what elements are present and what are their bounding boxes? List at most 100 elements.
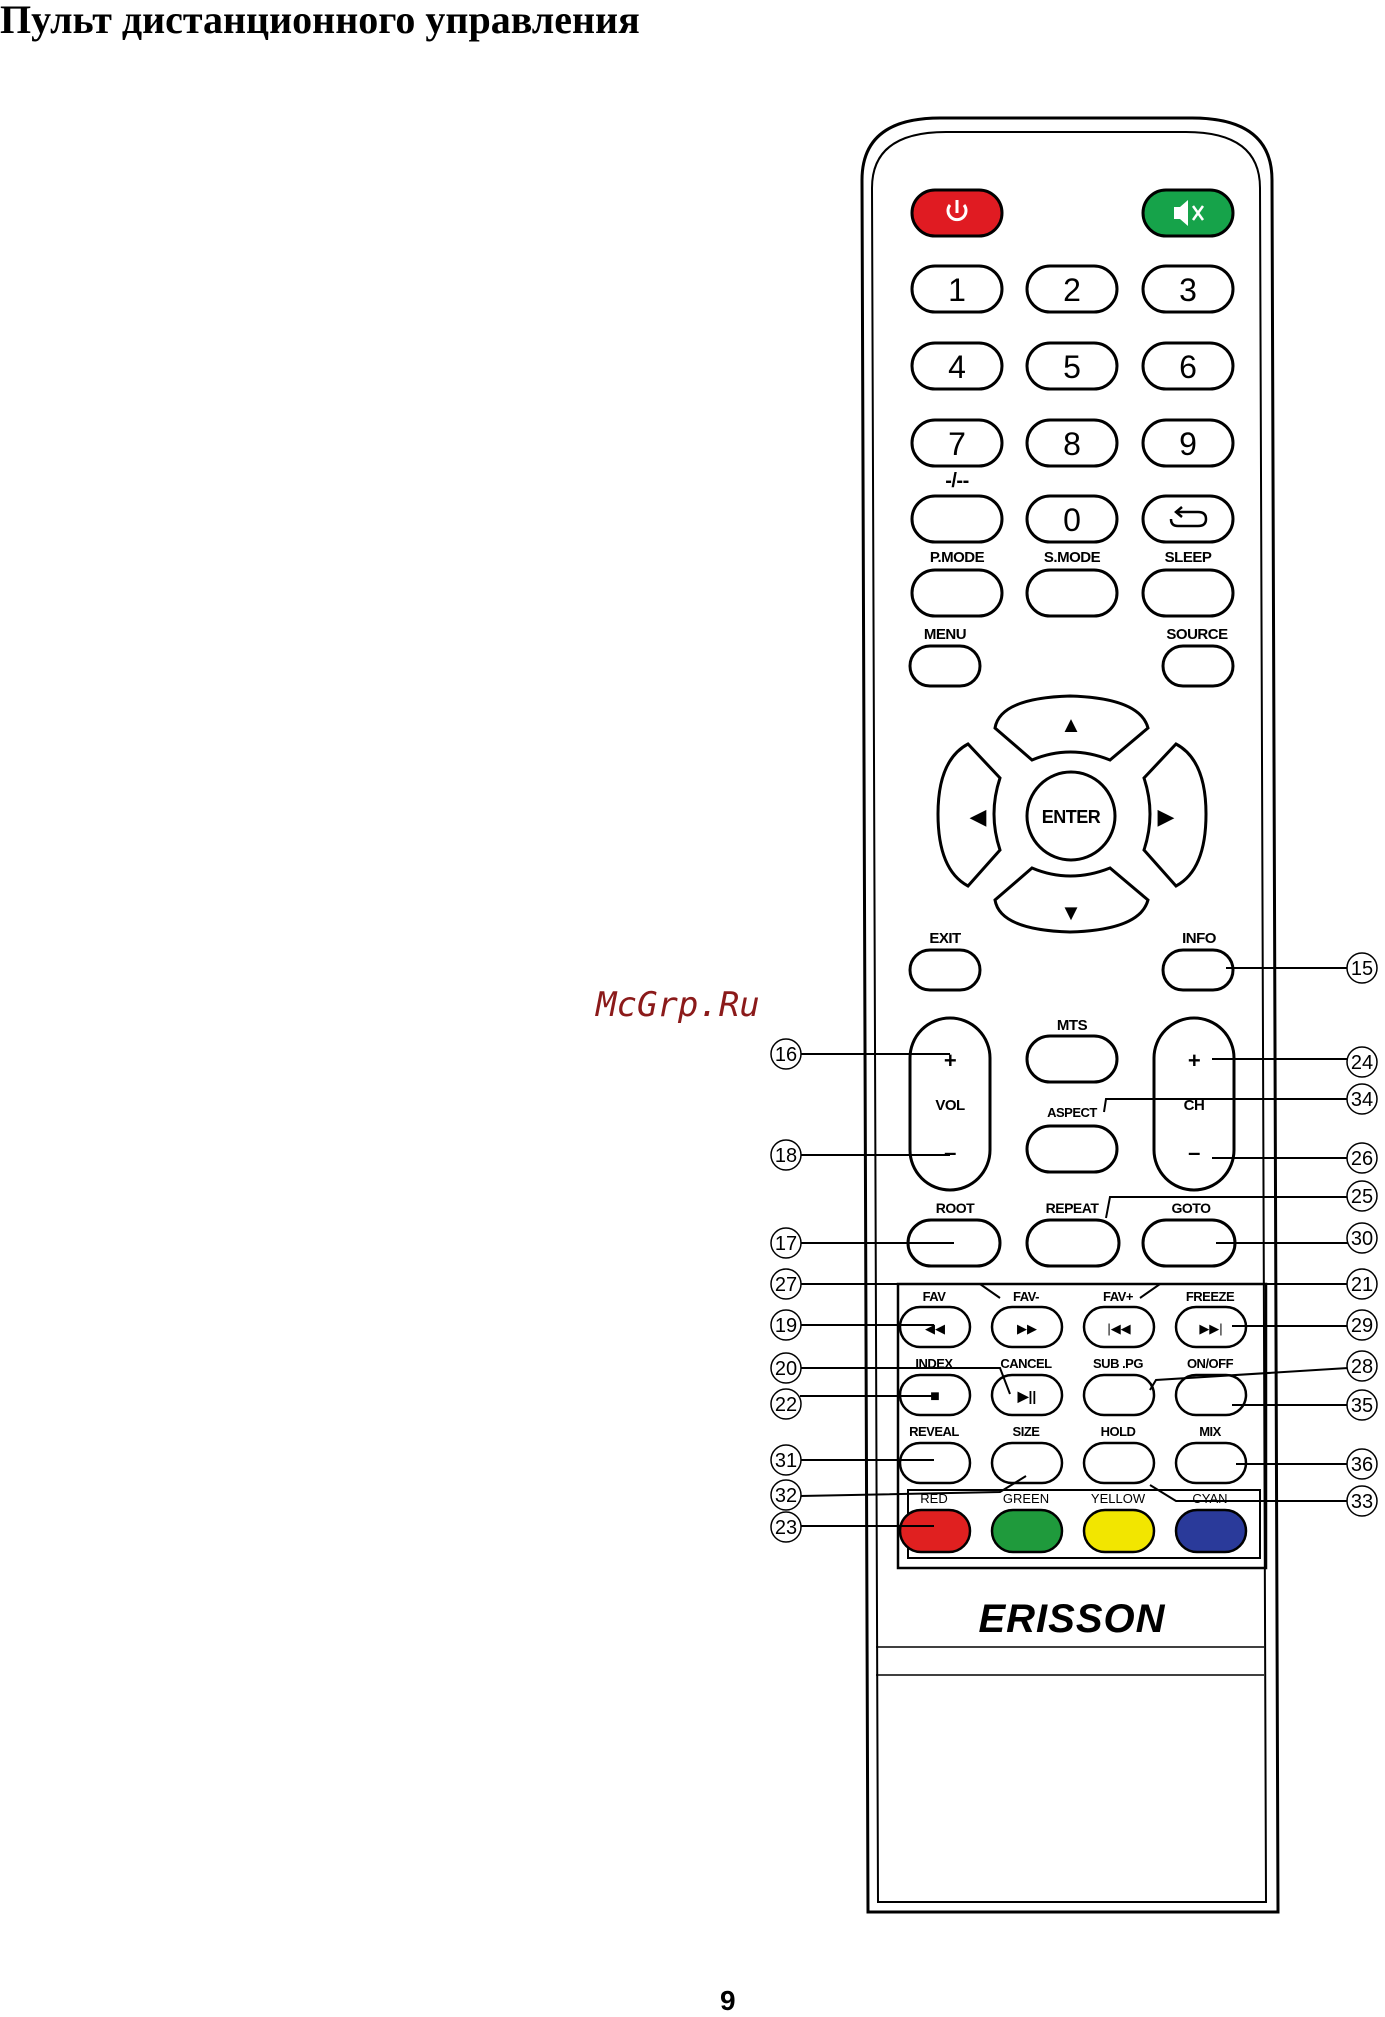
- callout-19: 19: [770, 1309, 802, 1341]
- left-arrow-icon: ◀: [970, 804, 987, 829]
- mts-button[interactable]: [1025, 1034, 1119, 1084]
- left-button[interactable]: ◀: [936, 742, 1002, 888]
- digit-button-9[interactable]: 9: [1141, 418, 1235, 468]
- svg-text:17: 17: [775, 1233, 797, 1255]
- pmode-label: P.MODE: [930, 549, 985, 566]
- yellow-button[interactable]: [1082, 1508, 1156, 1554]
- svg-text:36: 36: [1351, 1454, 1373, 1476]
- callout-21: 21: [1346, 1268, 1378, 1300]
- cancel-label: CANCEL: [1000, 1356, 1052, 1371]
- svg-text:24: 24: [1351, 1052, 1373, 1074]
- digit-label: 1: [948, 272, 966, 308]
- cyan-button[interactable]: [1174, 1508, 1248, 1554]
- dash-button[interactable]: [910, 494, 1004, 544]
- ch-label: CH: [1184, 1097, 1205, 1114]
- recall-button[interactable]: [1141, 494, 1235, 544]
- svg-text:35: 35: [1351, 1395, 1373, 1417]
- digit-button-3[interactable]: 3: [1141, 264, 1235, 314]
- red-button[interactable]: [898, 1508, 972, 1554]
- callout-36: 36: [1346, 1448, 1378, 1480]
- subpg-button[interactable]: [1082, 1373, 1156, 1417]
- source-button[interactable]: [1161, 644, 1235, 688]
- digit-button-5[interactable]: 5: [1025, 341, 1119, 391]
- channel-rocker[interactable]: + CH –: [1152, 1016, 1236, 1192]
- callout-29: 29: [1346, 1309, 1378, 1341]
- vol-plus-label: +: [944, 1048, 956, 1073]
- enter-button[interactable]: ENTER: [1025, 770, 1117, 862]
- svg-text:34: 34: [1351, 1089, 1373, 1111]
- fast-forward-icon: ▶▶: [1017, 1321, 1037, 1336]
- green-label: GREEN: [1003, 1491, 1049, 1506]
- menu-button[interactable]: [908, 644, 982, 688]
- digit-button-4[interactable]: 4: [910, 341, 1004, 391]
- brand-logo: ERISSON: [978, 1597, 1165, 1641]
- mute-button[interactable]: [1141, 188, 1235, 238]
- callout-24: 24: [1346, 1046, 1378, 1078]
- aspect-button[interactable]: [1025, 1124, 1119, 1174]
- info-label: INFO: [1182, 930, 1217, 947]
- smode-label: S.MODE: [1044, 549, 1101, 566]
- power-icon: [946, 200, 968, 222]
- callout-34: 34: [1346, 1083, 1378, 1115]
- enter-label: ENTER: [1042, 807, 1101, 827]
- svg-text:23: 23: [775, 1517, 797, 1539]
- green-button[interactable]: [990, 1508, 1064, 1554]
- exit-button[interactable]: [908, 948, 982, 992]
- digit-label: 9: [1179, 426, 1197, 462]
- callout-31: 31: [770, 1444, 802, 1476]
- onoff-button[interactable]: [1174, 1373, 1248, 1417]
- yellow-label: YELLOW: [1091, 1491, 1146, 1506]
- callout-20: 20: [770, 1352, 802, 1384]
- digit-label: 5: [1063, 349, 1081, 385]
- digit-button-7[interactable]: 7: [910, 418, 1004, 468]
- size-button[interactable]: [990, 1441, 1064, 1485]
- down-button[interactable]: ▼: [993, 866, 1150, 934]
- callout-30: 30: [1346, 1222, 1378, 1254]
- previous-button[interactable]: |◀◀: [1082, 1305, 1156, 1349]
- reveal-label: REVEAL: [909, 1424, 959, 1439]
- power-button[interactable]: [910, 188, 1004, 238]
- hold-button[interactable]: [1082, 1441, 1156, 1485]
- rewind-button[interactable]: ◀◀: [898, 1305, 972, 1349]
- digit-label: 6: [1179, 349, 1197, 385]
- size-label: SIZE: [1013, 1424, 1041, 1439]
- reveal-button[interactable]: [898, 1441, 972, 1485]
- sleep-button[interactable]: [1141, 568, 1235, 618]
- fast-forward-button[interactable]: ▶▶: [990, 1305, 1064, 1349]
- callout-17: 17: [770, 1227, 802, 1259]
- recall-icon: [1169, 506, 1208, 528]
- repeat-button[interactable]: [1025, 1218, 1121, 1268]
- digit-button-1[interactable]: 1: [910, 264, 1004, 314]
- smode-button[interactable]: [1025, 568, 1119, 618]
- info-button[interactable]: [1161, 948, 1235, 992]
- digit-button-8[interactable]: 8: [1025, 418, 1119, 468]
- play-pause-icon: ▶||: [1017, 1388, 1037, 1404]
- right-button[interactable]: ▶: [1142, 742, 1208, 888]
- callout-35: 35: [1346, 1389, 1378, 1421]
- svg-text:16: 16: [775, 1044, 797, 1066]
- svg-text:31: 31: [775, 1450, 797, 1472]
- svg-text:29: 29: [1351, 1315, 1373, 1337]
- page-number: 9: [720, 1985, 736, 2016]
- up-arrow-icon: ▲: [1060, 712, 1082, 737]
- digit-button-2[interactable]: 2: [1025, 264, 1119, 314]
- play-pause-button[interactable]: ▶||: [990, 1373, 1064, 1417]
- pmode-button[interactable]: [910, 568, 1004, 618]
- digit-label: 3: [1179, 272, 1197, 308]
- svg-text:19: 19: [775, 1315, 797, 1337]
- cyan-label: CYAN: [1192, 1491, 1227, 1506]
- digit-button-0[interactable]: 0: [1025, 494, 1119, 544]
- svg-text:18: 18: [775, 1145, 797, 1167]
- aspect-label: ASPECT: [1047, 1105, 1097, 1120]
- fav-label: FAV: [923, 1289, 947, 1304]
- volume-rocker[interactable]: + VOL –: [908, 1016, 992, 1192]
- callout-15: 15: [1346, 952, 1378, 984]
- digit-label: 7: [948, 426, 966, 462]
- digit-button-6[interactable]: 6: [1141, 341, 1235, 391]
- hold-label: HOLD: [1101, 1424, 1136, 1439]
- callout-27: 27: [770, 1268, 802, 1300]
- up-button[interactable]: ▲: [993, 694, 1150, 762]
- mix-button[interactable]: [1174, 1441, 1248, 1485]
- callout-23: 23: [770, 1511, 802, 1543]
- digit-label: 4: [948, 349, 966, 385]
